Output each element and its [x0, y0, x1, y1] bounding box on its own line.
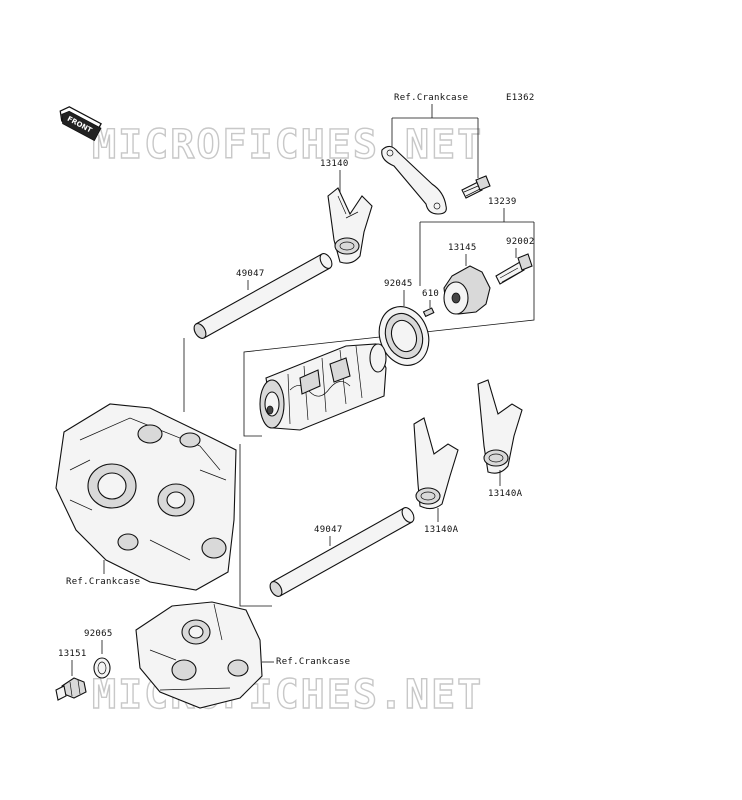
label-ref-crankcase-left: Ref.Crankcase	[66, 577, 140, 587]
front-arrow-icon: FRONT	[59, 106, 102, 142]
label-49047-upper: 49047	[236, 269, 265, 279]
watermark-top: MICROFICHES.NET	[92, 122, 483, 168]
bearing-92045	[378, 306, 430, 366]
shift-fork-13140A-right	[477, 379, 523, 474]
label-13140A-right: 13140A	[488, 489, 523, 499]
label-13239: 13239	[488, 197, 517, 207]
label-92045: 92045	[384, 279, 413, 289]
detent-arm-plate	[381, 145, 447, 215]
leader-lower-shaft-crankcase	[239, 444, 272, 607]
crankcase-bottom-housing	[135, 601, 263, 709]
label-ref-crankcase-bottom: Ref.Crankcase	[276, 657, 350, 667]
shift-fork-13140-top	[327, 187, 373, 264]
washer-92065	[93, 657, 111, 679]
label-92065: 92065	[84, 629, 113, 639]
neutral-switch-13151	[55, 677, 87, 701]
bolt-92002	[495, 253, 533, 285]
fork-shaft-upper	[193, 253, 333, 339]
label-610: 610	[422, 289, 439, 299]
label-13145: 13145	[448, 243, 477, 253]
label-ref-crankcase-top: Ref.Crankcase	[394, 93, 468, 103]
diagram-code: E1362	[506, 93, 535, 103]
label-13151: 13151	[58, 649, 87, 659]
fork-shaft-lower	[269, 507, 415, 597]
shift-drum	[259, 343, 387, 431]
shift-fork-13140A-mid	[413, 417, 459, 510]
detent-bolt	[461, 175, 491, 199]
leader-ref-crankcase-top	[391, 104, 479, 178]
leader-13239	[243, 208, 535, 437]
crankcase-left-housing	[55, 403, 237, 591]
pin-610	[422, 307, 435, 318]
label-92002: 92002	[506, 237, 535, 247]
label-49047-lower: 49047	[314, 525, 343, 535]
shift-drum-cam-13145	[443, 265, 491, 315]
label-13140-top: 13140	[320, 159, 349, 169]
label-13140A-mid: 13140A	[424, 525, 459, 535]
